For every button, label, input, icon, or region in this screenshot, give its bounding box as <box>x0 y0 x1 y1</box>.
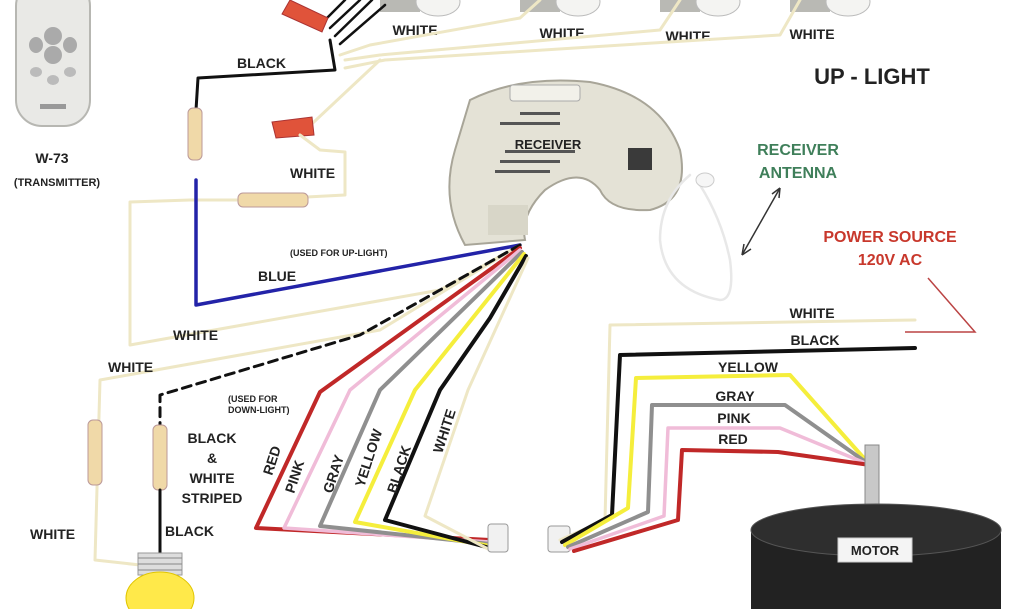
right-pink-label: PINK <box>717 410 750 426</box>
receiver-antenna <box>658 172 733 302</box>
black-striped-label-2: & <box>207 450 217 466</box>
left-wires <box>87 107 522 567</box>
black-top-label: BLACK <box>237 55 286 71</box>
white-left-label: WHITE <box>108 359 153 375</box>
wire-bundle <box>254 246 571 553</box>
right-white-label: WHITE <box>789 305 834 321</box>
remote-model-label: W-73 <box>35 150 68 166</box>
receiver-unit <box>448 79 683 247</box>
downlight-note-2: DOWN-LIGHT) <box>228 405 289 415</box>
black-bottom-label: BLACK <box>165 523 214 539</box>
antenna-label-1: RECEIVER <box>757 142 839 159</box>
power-source-label: POWER SOURCE <box>823 229 957 246</box>
right-wires <box>558 318 917 553</box>
motor-label: MOTOR <box>851 543 900 558</box>
downlight-bulb <box>125 552 195 609</box>
power-voltage-label: 120V AC <box>858 252 923 269</box>
receiver-label: RECEIVER <box>515 137 582 152</box>
black-striped-label-3: WHITE <box>189 470 234 486</box>
right-black-label: BLACK <box>791 332 840 348</box>
power-pointer <box>905 277 977 333</box>
white-long-label: WHITE <box>173 327 218 343</box>
wire-nuts <box>271 0 329 139</box>
black-striped-label-1: BLACK <box>188 430 237 446</box>
black-striped-label-4: STRIPED <box>182 490 243 506</box>
antenna-pointer <box>741 187 781 256</box>
bundle-label-yellow: YELLOW <box>352 426 386 489</box>
right-yellow-label: YELLOW <box>718 359 779 375</box>
uplight-bulbs <box>380 0 871 17</box>
bulb-label-4: WHITE <box>789 26 834 42</box>
uplight-title: UP - LIGHT <box>814 64 930 89</box>
antenna-label-2: ANTENNA <box>759 165 838 182</box>
motor <box>750 444 1002 609</box>
white-mid-label: WHITE <box>290 165 335 181</box>
remote-type-label: (TRANSMITTER) <box>14 177 100 189</box>
white-bottom-left-label: WHITE <box>30 526 75 542</box>
uplight-note: (USED FOR UP-LIGHT) <box>290 248 388 258</box>
downlight-note-1: (USED FOR <box>228 394 278 404</box>
right-red-label: RED <box>718 431 748 447</box>
uplight-wires <box>194 0 802 137</box>
blue-label: BLUE <box>258 268 296 284</box>
remote-transmitter <box>15 0 91 127</box>
right-gray-label: GRAY <box>715 388 755 404</box>
